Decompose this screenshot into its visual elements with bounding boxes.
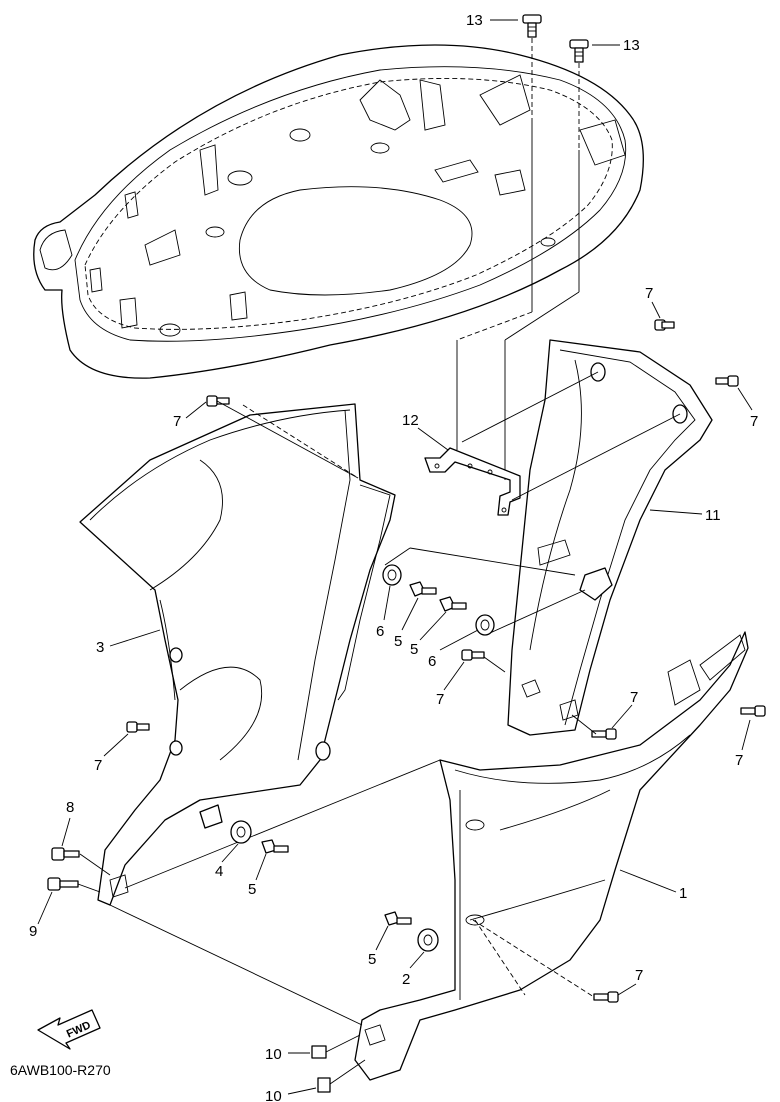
callout-5-lower-left: 5 bbox=[248, 853, 267, 898]
bracket-12-part bbox=[424, 447, 521, 516]
grommet-6-lower bbox=[475, 614, 495, 636]
svg-text:12: 12 bbox=[402, 412, 419, 429]
diagram-code: 6AWB100-R270 bbox=[10, 1062, 111, 1078]
svg-text:13: 13 bbox=[466, 12, 483, 29]
callout-13-left: 13 bbox=[466, 12, 518, 29]
svg-text:10: 10 bbox=[265, 1046, 282, 1063]
callout-10-lower: 10 bbox=[265, 1087, 317, 1102]
svg-text:2: 2 bbox=[402, 971, 410, 988]
callout-5-upper: 5 bbox=[394, 597, 419, 650]
callout-7-f: 7 bbox=[94, 733, 129, 774]
svg-text:9: 9 bbox=[29, 923, 37, 940]
bolt-13-left bbox=[522, 14, 542, 38]
svg-text:7: 7 bbox=[173, 413, 181, 430]
screw-5-lower-left bbox=[261, 839, 289, 854]
callout-3: 3 bbox=[96, 629, 161, 656]
svg-text:1: 1 bbox=[679, 885, 687, 902]
callout-11: 11 bbox=[649, 507, 721, 524]
callout-7-a: 7 bbox=[645, 285, 661, 319]
svg-text:6: 6 bbox=[428, 653, 436, 670]
screw-5-middle bbox=[439, 596, 467, 612]
grommet-6-upper bbox=[382, 564, 402, 586]
callout-7-c: 7 bbox=[173, 401, 207, 430]
callout-7-h: 7 bbox=[617, 967, 643, 996]
bolt-13-right bbox=[569, 39, 589, 63]
svg-text:10: 10 bbox=[265, 1088, 282, 1102]
callout-1: 1 bbox=[619, 869, 687, 902]
callout-13-right: 13 bbox=[592, 37, 640, 54]
svg-text:5: 5 bbox=[368, 951, 376, 968]
bolt-7-group bbox=[126, 319, 766, 1003]
callout-10-upper: 10 bbox=[265, 1046, 310, 1063]
svg-text:5: 5 bbox=[248, 881, 256, 898]
fwd-arrow-icon: FWD bbox=[37, 1009, 101, 1050]
callout-6-upper: 6 bbox=[376, 585, 391, 640]
callout-9: 9 bbox=[29, 891, 53, 940]
bottom-cowling-part bbox=[33, 44, 644, 379]
callout-7-d: 7 bbox=[436, 661, 465, 708]
callout-6-lower: 6 bbox=[428, 629, 479, 670]
callout-12: 12 bbox=[402, 412, 449, 451]
svg-text:7: 7 bbox=[635, 967, 643, 984]
callout-2: 2 bbox=[402, 951, 425, 988]
svg-text:7: 7 bbox=[630, 689, 638, 706]
clip-10 bbox=[311, 1045, 331, 1093]
svg-text:4: 4 bbox=[215, 863, 223, 880]
svg-text:11: 11 bbox=[705, 507, 721, 524]
svg-text:5: 5 bbox=[394, 633, 402, 650]
svg-text:7: 7 bbox=[645, 285, 653, 302]
svg-text:7: 7 bbox=[94, 757, 102, 774]
callout-5-lower-right: 5 bbox=[368, 925, 389, 968]
callout-8: 8 bbox=[61, 799, 74, 847]
svg-text:13: 13 bbox=[623, 37, 640, 54]
svg-text:7: 7 bbox=[735, 752, 743, 769]
screw-5-upper bbox=[409, 581, 437, 597]
callout-4: 4 bbox=[215, 843, 239, 880]
callout-7-b: 7 bbox=[737, 387, 758, 430]
svg-text:8: 8 bbox=[66, 799, 74, 816]
grommet-4 bbox=[230, 820, 252, 844]
callout-7-e: 7 bbox=[611, 689, 638, 729]
svg-text:6: 6 bbox=[376, 623, 384, 640]
svg-text:5: 5 bbox=[410, 641, 418, 658]
screw-5-lower-right bbox=[384, 911, 412, 926]
svg-text:7: 7 bbox=[436, 691, 444, 708]
svg-text:7: 7 bbox=[750, 413, 758, 430]
grommet-2 bbox=[417, 928, 439, 952]
side-cover-3-part bbox=[79, 403, 396, 906]
lower-cover-1-part bbox=[354, 631, 749, 1081]
side-cover-11-part bbox=[507, 339, 713, 736]
callout-5-middle: 5 bbox=[410, 611, 447, 658]
bolt-8 bbox=[51, 847, 80, 861]
callout-7-g: 7 bbox=[735, 719, 751, 769]
svg-text:3: 3 bbox=[96, 639, 104, 656]
bolt-9 bbox=[47, 877, 79, 891]
